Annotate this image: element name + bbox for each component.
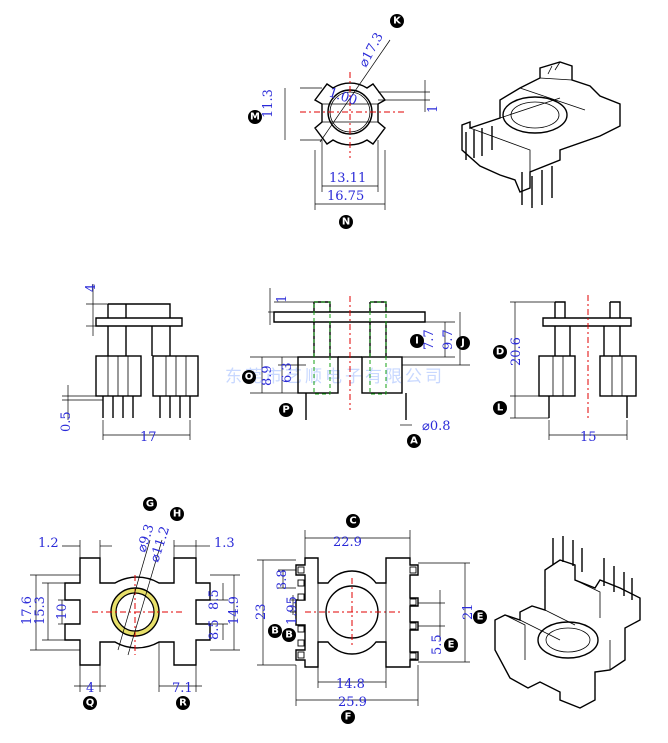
bottom-mid-outer-label: 25.9 [338,695,367,710]
bottom-mid-inner-label: 14.8 [336,677,365,692]
front-mid-j-label: 9.7 [441,329,456,350]
svg-text:M: M [250,112,260,123]
svg-text:A: A [410,436,418,447]
bottom-h6-label: 8.5 [207,619,222,640]
bottom-h3-label: 10 [55,603,70,620]
bottom-h1-label: 17.6 [20,596,35,625]
callout-b-1: B [268,624,282,638]
watermark-text: 东莞市艺顺电子有限公司 [225,367,445,387]
isometric-view-bottom [494,536,641,709]
callout-d: D [493,345,507,359]
callout-a: A [407,434,421,448]
svg-text:N: N [342,217,350,228]
callout-k: K [390,14,404,28]
callout-n: N [339,215,353,229]
svg-text:J: J [460,338,465,349]
callout-p: P [279,403,293,417]
top-outer-width-label: 16.75 [327,189,364,204]
svg-text:K: K [393,16,402,27]
bottom-mid-top-label: 22.9 [333,535,362,550]
front-left-top-label: 4 [84,284,99,292]
front-mid-pin-label: ⌀0.8 [422,419,451,434]
isometric-view-top [461,61,621,208]
callout-h: H [170,507,184,521]
callout-i: I [410,334,424,348]
front-left-span-label: 17 [140,430,157,445]
front-right-height-label: 20.6 [509,337,524,366]
bottom-mid-view [257,530,470,706]
front-left-view [62,284,199,440]
bottom-right-width-label: 7.1 [172,681,193,696]
top-view [284,39,430,210]
bottom-mid-right-small-label: 5.5 [430,634,445,655]
bottom-mid-left-height-label: 23 [254,603,269,620]
bottom-right-tab-label: 1.3 [214,536,235,551]
svg-text:Q: Q [86,698,95,709]
front-mid-i-label: 7.7 [422,329,437,350]
bottom-h2-label: 15.3 [33,596,48,625]
front-mid-o-label: 8.9 [260,365,275,386]
bottom-h4-label: 8.5 [207,589,222,610]
front-mid-view [250,288,470,426]
callout-r: R [176,696,190,710]
svg-text:B: B [285,630,293,641]
front-mid-p-label: 6.3 [280,362,295,383]
svg-text:L: L [497,403,504,414]
callout-e-1: E [444,638,458,652]
bottom-left-view [30,539,240,692]
bottom-left-width-label: 4 [86,681,94,696]
callout-j: J [456,336,470,350]
svg-text:I: I [415,336,419,347]
svg-text:G: G [146,499,154,510]
bottom-h5-label: 14.9 [227,596,242,625]
top-rib-label: 1 [426,105,441,113]
svg-text:D: D [496,347,504,358]
svg-text:F: F [345,712,352,723]
front-left-pin-label: 0.5 [59,411,74,432]
callout-m: M [248,110,262,124]
callout-q: Q [83,696,97,710]
callout-c: C [346,514,360,528]
callout-o: O [242,370,256,384]
callout-g: G [143,497,157,511]
bottom-left-tab-label: 1.2 [38,536,59,551]
svg-text:O: O [245,372,254,383]
svg-text:B: B [271,626,279,637]
top-diameter-label: ⌀17.3 [356,30,387,70]
bottom-mid-left-b-label: 1.95 [285,596,300,625]
svg-text:R: R [179,698,187,709]
front-right-view [510,295,637,440]
callout-f: F [341,710,355,724]
callout-e-2: E [473,610,487,624]
svg-text:H: H [173,509,181,520]
svg-text:P: P [282,405,289,416]
svg-text:E: E [477,612,484,623]
bottom-mid-left-a-label: 3.8 [275,569,290,590]
svg-text:C: C [349,516,356,527]
front-mid-top-label: 1 [275,295,290,303]
svg-text:E: E [448,640,455,651]
bottom-mid-right-height-label: 21 [461,603,476,620]
front-right-base-label: 15 [580,430,597,445]
top-inner-width-label: 13.11 [329,171,366,186]
callout-b-2: B [282,628,296,642]
top-height-label: 11.3 [261,89,276,118]
callout-l: L [493,401,507,415]
